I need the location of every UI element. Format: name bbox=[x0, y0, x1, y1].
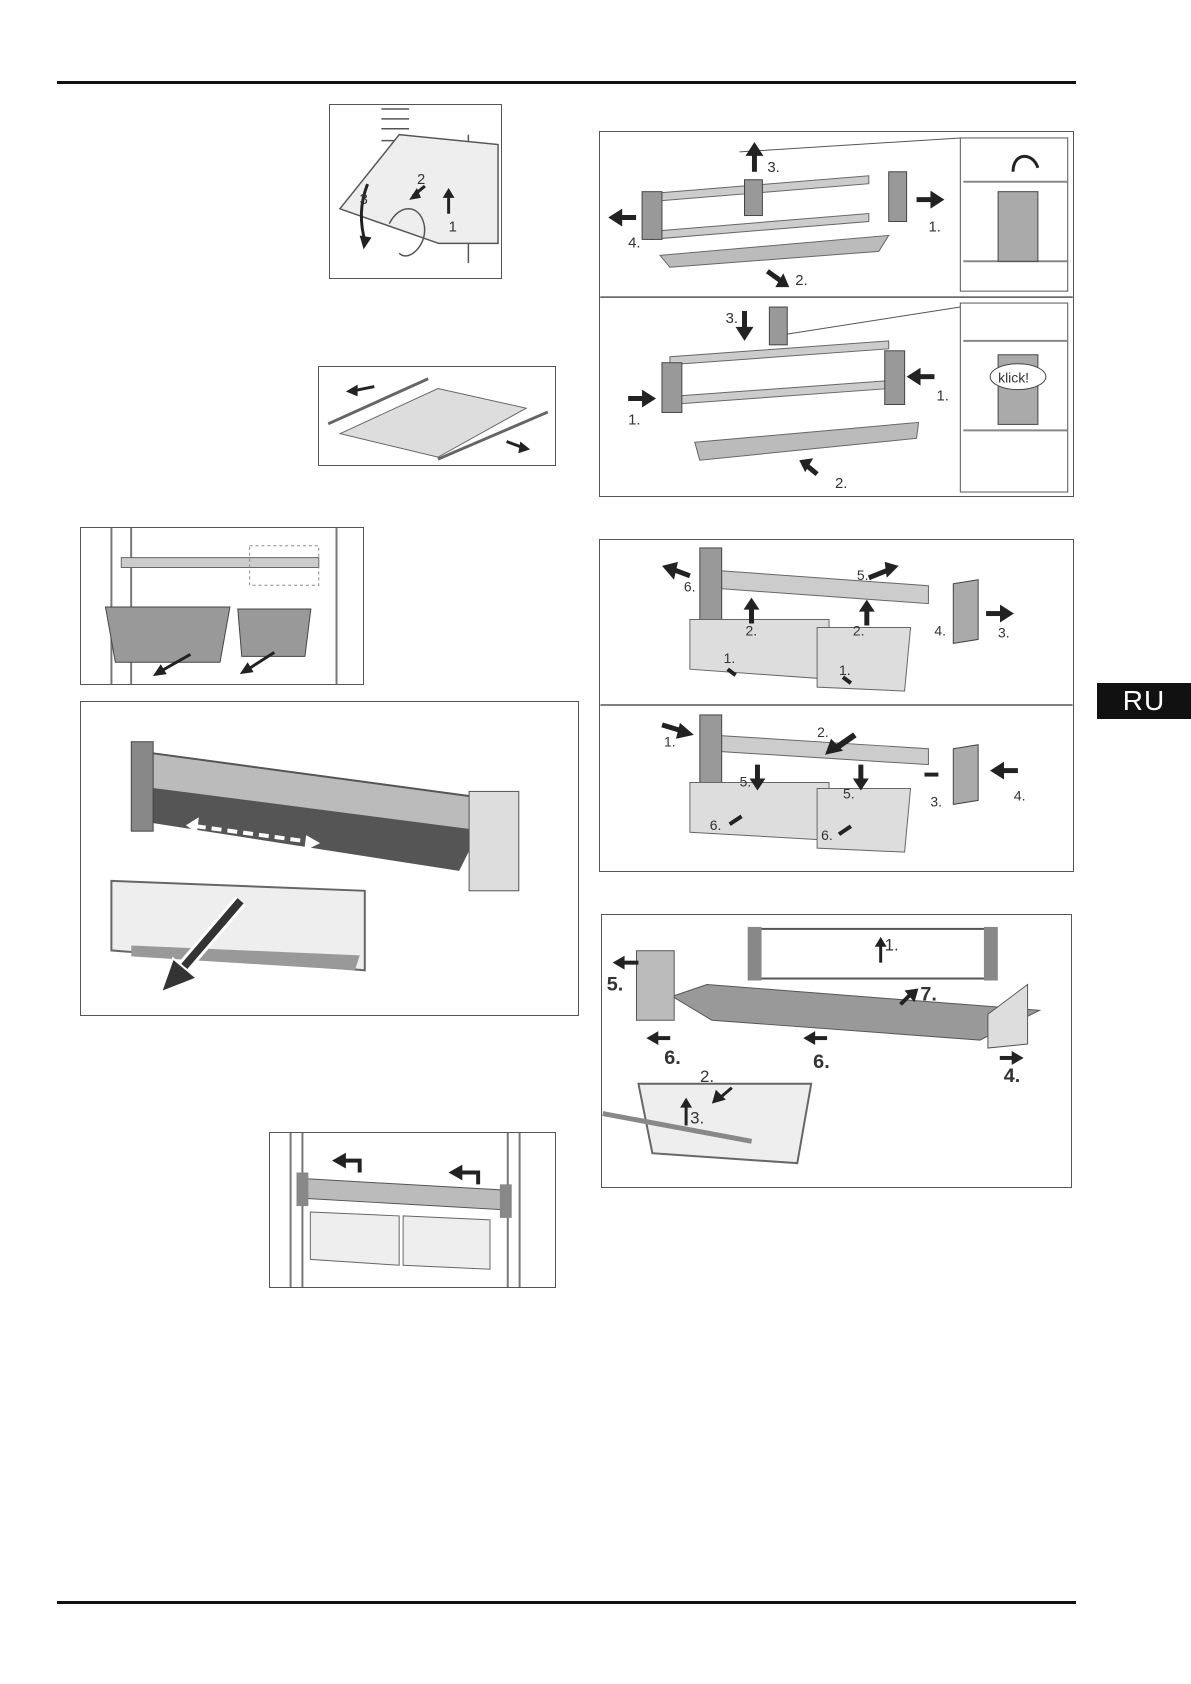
label-2: 2 bbox=[417, 172, 425, 188]
g-label-2: 2. bbox=[700, 1067, 714, 1086]
g-label-1: 1. bbox=[885, 936, 899, 955]
klick-callout: klick! bbox=[998, 370, 1029, 386]
f-lower-label-2: 2. bbox=[817, 724, 829, 740]
f-upper-label-2a: 2. bbox=[746, 622, 758, 638]
f-lower-label-3: 3. bbox=[930, 793, 942, 809]
f-upper-label-3: 3. bbox=[998, 624, 1010, 640]
label-3: 3 bbox=[360, 192, 368, 208]
g-label-7: 7. bbox=[920, 983, 937, 1005]
g-label-4: 4. bbox=[1004, 1065, 1021, 1087]
f-upper-label-6: 6. bbox=[684, 579, 696, 595]
e-lower-label-2: 2. bbox=[835, 476, 847, 492]
f-upper-label-5: 5. bbox=[857, 567, 869, 583]
label-1: 1 bbox=[449, 220, 457, 236]
f-lower-label-6a: 6. bbox=[710, 817, 722, 833]
f-upper-label-1b: 1. bbox=[839, 662, 851, 678]
figure-shelf-trim-strips bbox=[318, 366, 556, 466]
e-lower-label-1-left: 1. bbox=[628, 412, 640, 428]
language-tab: RU bbox=[1097, 683, 1191, 719]
f-lower-label-4: 4. bbox=[1014, 787, 1026, 803]
e-upper-label-3: 3. bbox=[767, 160, 779, 176]
figure-drawer-exploded-view: 1. 7. 5. 6. 6. 2. 3. 4. bbox=[601, 914, 1072, 1188]
g-label-5: 5. bbox=[607, 973, 624, 995]
top-rule bbox=[57, 81, 1076, 84]
bottom-rule bbox=[57, 1601, 1076, 1604]
figure-drawers-in-fridge bbox=[80, 527, 364, 685]
figure-shelf-assembly: 3. 4. 1. 2. klick! 3. 1. 1. 2. bbox=[599, 131, 1074, 497]
figure-drawer-frame-assembly: 6. 5. 2. 2. 1. 1. 4. 3. 1. 2. 5. 5. 6. 6… bbox=[599, 539, 1074, 872]
g-label-6a: 6. bbox=[664, 1047, 681, 1069]
figure-glass-shelf-removal: 3 2 1 bbox=[329, 104, 502, 279]
f-lower-label-1: 1. bbox=[664, 734, 676, 750]
f-upper-label-2b: 2. bbox=[853, 622, 865, 638]
f-lower-label-6b: 6. bbox=[821, 827, 833, 843]
g-label-3: 3. bbox=[690, 1108, 704, 1127]
e-upper-label-4: 4. bbox=[628, 235, 640, 251]
e-upper-label-2: 2. bbox=[795, 273, 807, 289]
g-label-6b: 6. bbox=[813, 1051, 830, 1073]
f-upper-label-1a: 1. bbox=[724, 650, 736, 666]
figure-drawer-adjustable-rail bbox=[80, 701, 579, 1016]
figure-drawer-frame-hooks bbox=[269, 1132, 556, 1288]
e-upper-label-1: 1. bbox=[928, 219, 940, 235]
f-lower-label-5a: 5. bbox=[740, 774, 752, 790]
e-lower-label-3: 3. bbox=[726, 311, 738, 327]
e-lower-label-1-right: 1. bbox=[936, 389, 948, 405]
f-lower-label-5b: 5. bbox=[843, 785, 855, 801]
f-upper-label-4: 4. bbox=[934, 622, 946, 638]
